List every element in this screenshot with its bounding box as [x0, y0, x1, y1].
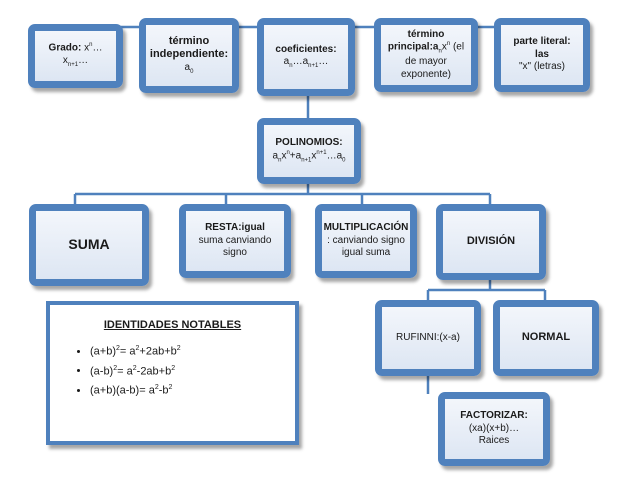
identities-title: IDENTIDADES NOTABLES — [103, 319, 242, 331]
normal-box: NORMAL — [493, 300, 599, 376]
identities-list: (a+b)2= a2+2ab+b2 (a-b)2= a2-2ab+b2 (a+b… — [70, 345, 181, 404]
termino-principal-box: término principal:anxn (el de mayor expo… — [374, 18, 478, 92]
factorizar-box: FACTORIZAR: (xa)(x+b)… Raices — [438, 392, 550, 466]
polinomios-box: POLINOMIOS: anxn+an+1xn+1…a0 — [257, 118, 361, 184]
rufinni-box: RUFINNI:(x-a) — [375, 300, 481, 376]
parte-literal-box: parte literal: las "x" (letras) — [494, 18, 590, 92]
resta-box: RESTA:igual suma canviando signo — [179, 204, 291, 278]
suma-box: SUMA — [29, 204, 149, 286]
multiplicacion-box: MULTIPLICACIÓN : canviando signo igual s… — [315, 204, 417, 278]
identidades-notables-box: IDENTIDADES NOTABLES (a+b)2= a2+2ab+b2 (… — [46, 301, 299, 445]
coeficientes-box: coeficientes: an…an+1… — [257, 18, 355, 96]
identity-item: (a-b)2= a2-2ab+b2 — [90, 365, 181, 378]
termino-independiente-box: término independiente: a0 — [139, 18, 239, 93]
grado-box: Grado: xn…xn+1… — [28, 24, 123, 88]
identity-item: (a+b)2= a2+2ab+b2 — [90, 345, 181, 358]
division-box: DIVISIÓN — [436, 204, 546, 280]
identity-item: (a+b)(a-b)= a2-b2 — [90, 384, 181, 397]
